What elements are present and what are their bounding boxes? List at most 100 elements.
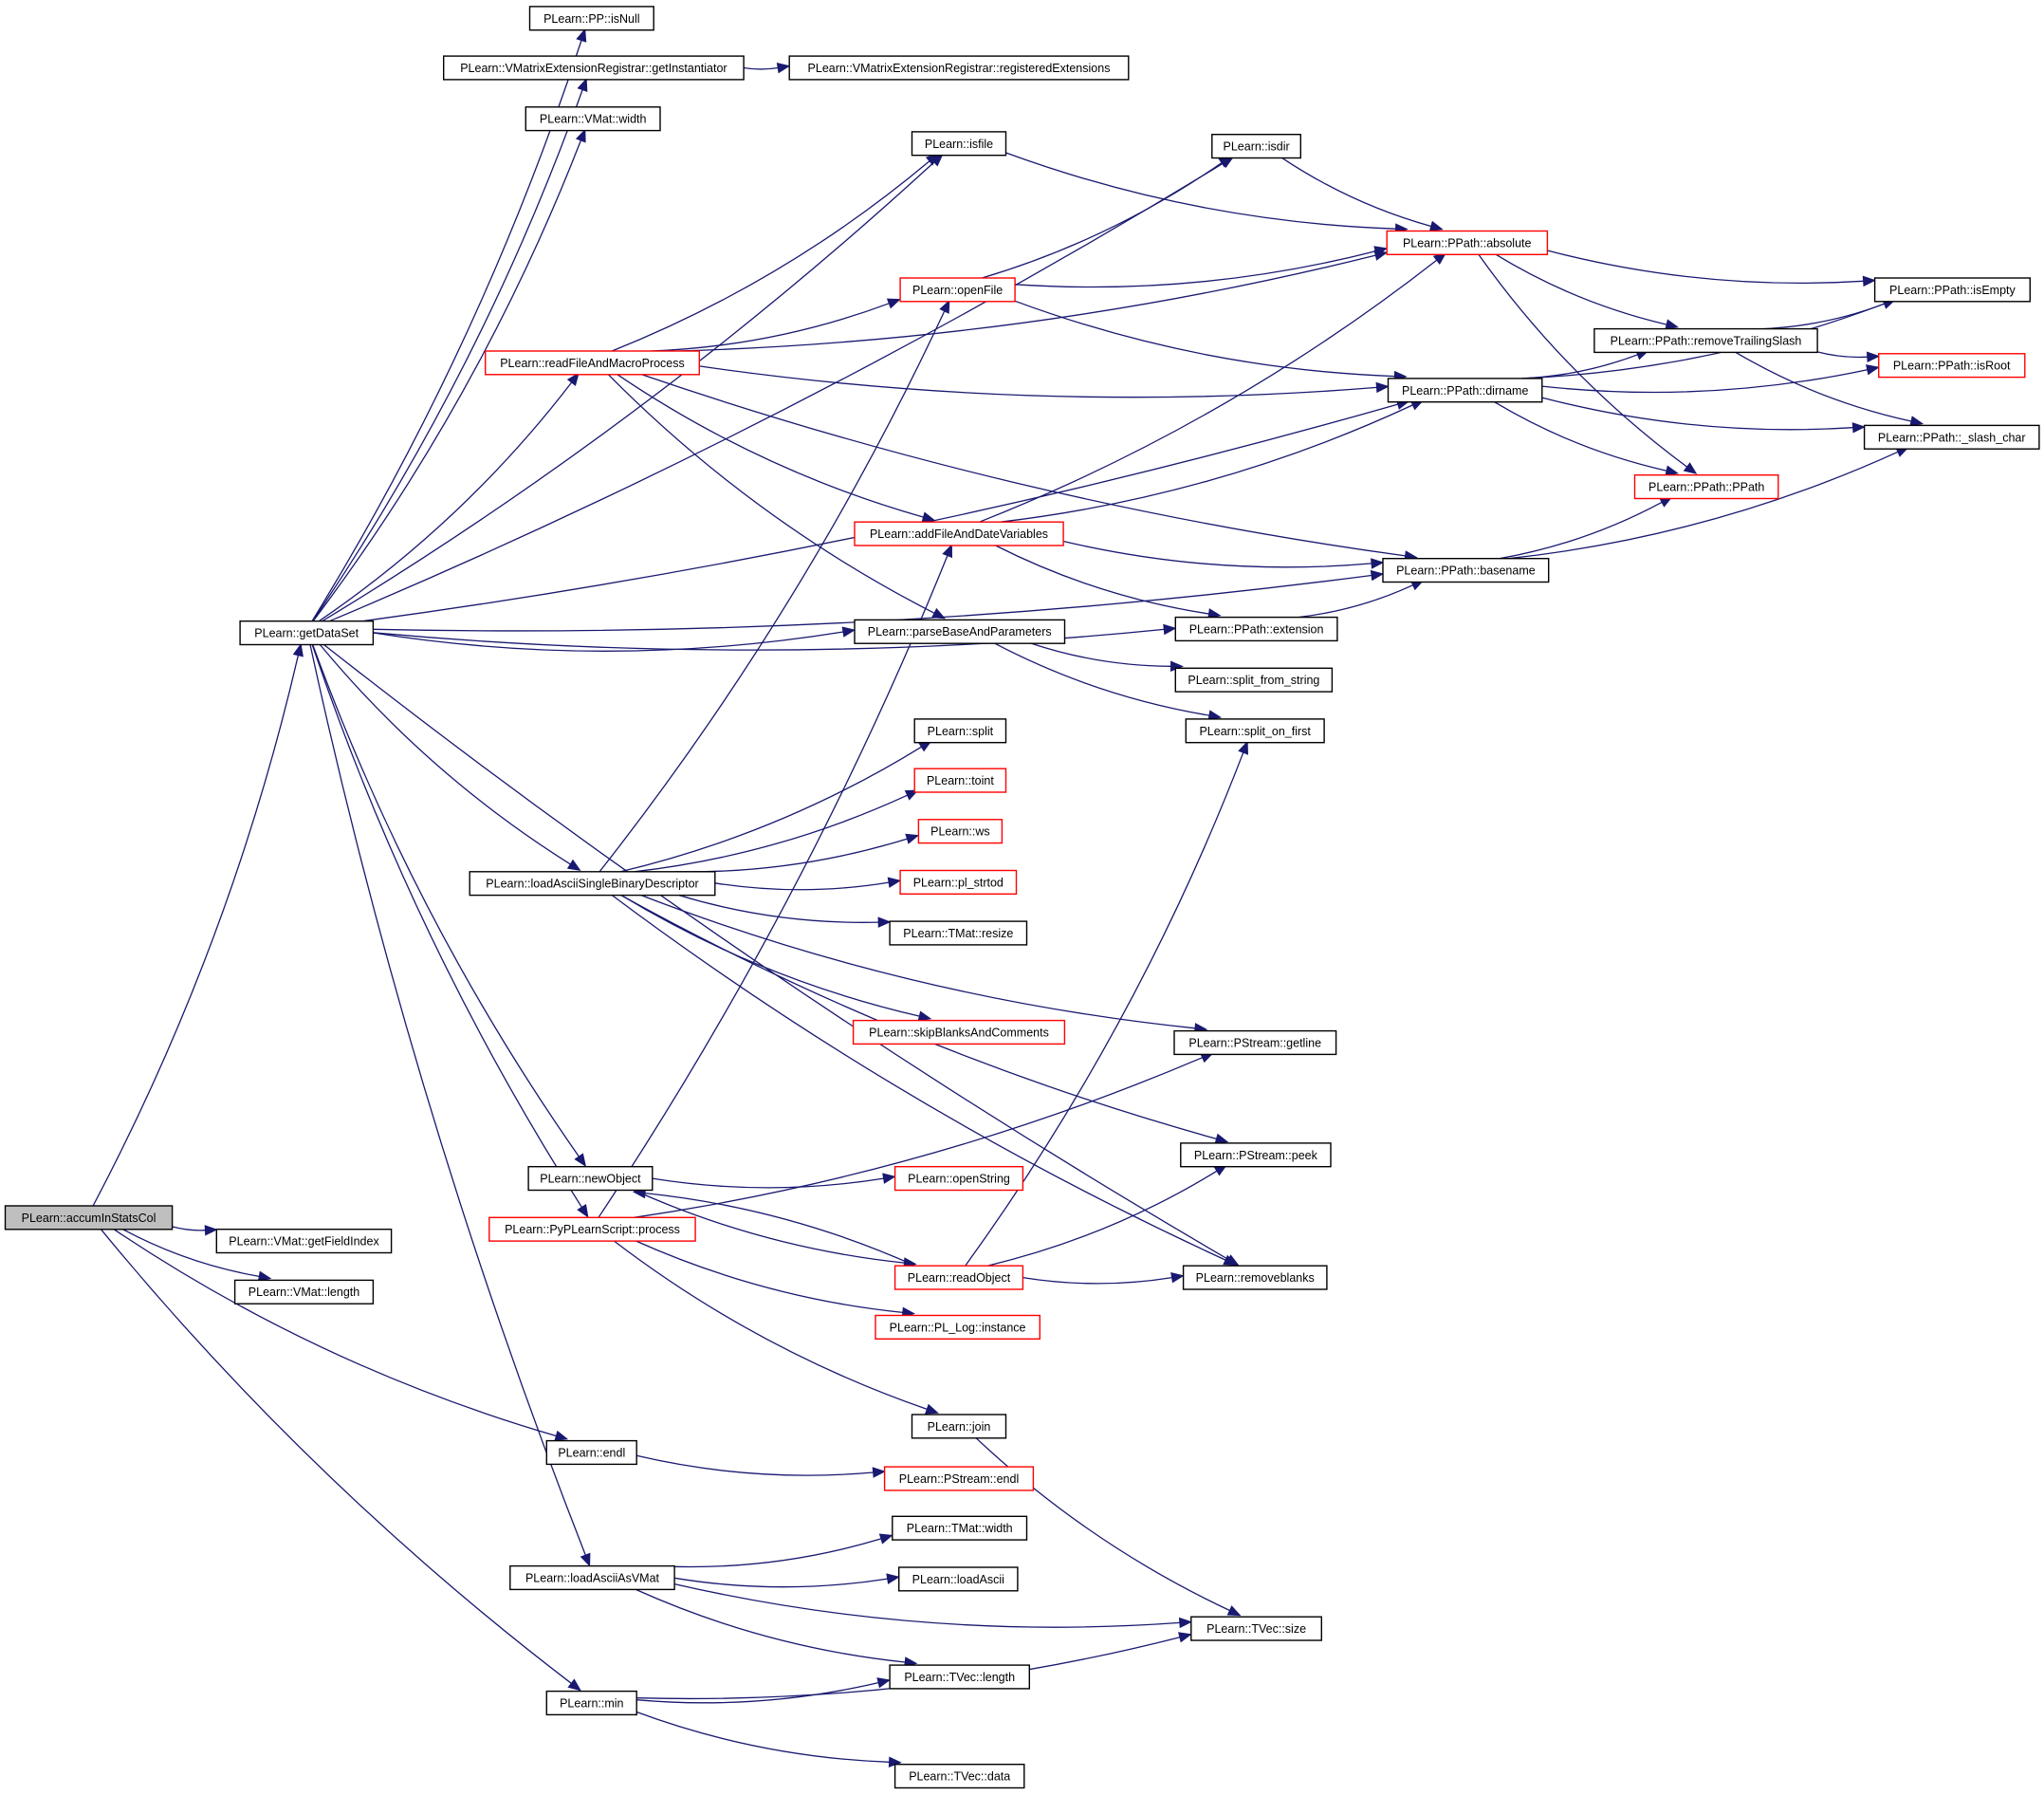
node-isfile[interactable]: PLearn::isfile	[911, 131, 1007, 157]
arrowhead-readfile-to-absolute	[1373, 250, 1389, 261]
node-strtod[interactable]: PLearn::pl_strtod	[899, 869, 1018, 895]
edge-readfile-to-basename	[641, 374, 1406, 557]
node-box	[525, 106, 661, 132]
edge-accum-to-getfi	[172, 1226, 206, 1231]
node-rmblank[interactable]: PLearn::removeblanks	[1182, 1265, 1328, 1290]
arrowhead-lasbd-to-skipbc	[917, 1010, 932, 1022]
node-ext[interactable]: PLearn::PPath::extension	[1174, 616, 1338, 642]
node-readobj[interactable]: PLearn::readObject	[893, 1265, 1024, 1290]
edge-laav-to-loadasc	[673, 1577, 888, 1588]
node-box	[875, 1314, 1041, 1340]
node-isroot[interactable]: PLearn::PPath::isRoot	[1877, 353, 2026, 379]
edge-parsebp-to-sfs	[1030, 642, 1171, 667]
node-slash[interactable]: PLearn::PPath::_slash_char	[1863, 424, 2040, 450]
edge-getds-to-dirname	[362, 403, 1398, 622]
edge-lasbd-to-openfile	[598, 310, 946, 873]
edge-readfile-to-addfile	[617, 374, 924, 518]
node-box	[883, 1466, 1035, 1491]
node-sof[interactable]: PLearn::split_on_first	[1185, 718, 1325, 744]
node-box	[1877, 353, 2026, 379]
node-label: PLearn::VMatrixExtensionRegistrar::regis…	[808, 62, 1111, 75]
arrowhead-absolute-to-ppath	[1683, 462, 1698, 474]
node-peek[interactable]: PLearn::PStream::peek	[1180, 1142, 1332, 1168]
arrowhead-addfile-to-basename	[1371, 558, 1385, 569]
edge-readfile-to-dirname	[699, 365, 1377, 398]
node-accum[interactable]: PLearn::accumInStatsCol	[4, 1205, 174, 1231]
node-split[interactable]: PLearn::split	[913, 718, 1007, 744]
node-box	[485, 350, 701, 376]
node-box	[788, 55, 1130, 81]
node-label: PLearn::split	[928, 725, 994, 738]
arrowhead-laav-to-loadasc	[886, 1573, 900, 1584]
arrowhead-endl-to-psendl	[872, 1467, 886, 1478]
node-ppath[interactable]: PLearn::PPath::PPath	[1633, 474, 1779, 500]
node-vmlen[interactable]: PLearn::VMat::length	[233, 1279, 375, 1305]
node-readfile[interactable]: PLearn::readFileAndMacroProcess	[485, 350, 701, 376]
node-isdir[interactable]: PLearn::isdir	[1211, 133, 1302, 159]
edge-addfile-to-ext	[995, 545, 1209, 615]
edge-laav-to-tvlen	[635, 1588, 906, 1663]
node-rts[interactable]: PLearn::PPath::removeTrailingSlash	[1593, 327, 1818, 354]
node-box	[545, 1439, 637, 1466]
edge-newobj-to-openstr	[652, 1177, 884, 1189]
node-label: PLearn::VMatrixExtensionRegistrar::getIn…	[460, 62, 727, 75]
node-label: PLearn::TMat::width	[907, 1522, 1013, 1535]
node-parsebp[interactable]: PLearn::parseBaseAndParameters	[854, 619, 1066, 644]
node-join[interactable]: PLearn::join	[911, 1414, 1007, 1439]
node-newobj[interactable]: PLearn::newObject	[527, 1165, 654, 1192]
node-getds[interactable]: PLearn::getDataSet	[239, 620, 375, 646]
node-vmwidth[interactable]: PLearn::VMat::width	[525, 106, 661, 132]
node-laav[interactable]: PLearn::loadAsciiAsVMat	[509, 1564, 675, 1591]
node-tvsize[interactable]: PLearn::TVec::size	[1190, 1616, 1323, 1641]
node-box	[917, 819, 1004, 844]
node-psendl[interactable]: PLearn::PStream::endl	[883, 1466, 1035, 1491]
node-toint[interactable]: PLearn::toint	[913, 768, 1007, 793]
node-tmwidth[interactable]: PLearn::TMat::width	[892, 1515, 1028, 1541]
arrowhead-accum-to-min	[567, 1678, 581, 1692]
edge-process-to-join	[614, 1240, 928, 1411]
node-endl[interactable]: PLearn::endl	[545, 1439, 637, 1466]
node-tvdata[interactable]: PLearn::TVec::data	[893, 1763, 1025, 1789]
node-openstr[interactable]: PLearn::openString	[893, 1165, 1024, 1192]
node-box	[893, 1763, 1025, 1789]
node-box	[1873, 277, 2031, 303]
edge-readobj-to-rmblank	[1022, 1276, 1172, 1285]
node-label: PLearn::PL_Log::instance	[890, 1321, 1026, 1334]
node-ws[interactable]: PLearn::ws	[917, 819, 1004, 844]
node-sfs[interactable]: PLearn::split_from_string	[1174, 667, 1334, 693]
node-min[interactable]: PLearn::min	[545, 1690, 637, 1716]
node-addfile[interactable]: PLearn::addFileAndDateVariables	[854, 521, 1064, 546]
node-regext[interactable]: PLearn::VMatrixExtensionRegistrar::regis…	[788, 55, 1130, 81]
edge-getds-to-vmwidth	[312, 139, 582, 622]
node-skipbc[interactable]: PLearn::skipBlanksAndComments	[852, 1019, 1066, 1046]
node-box	[899, 277, 1016, 303]
node-box	[911, 131, 1007, 157]
node-process[interactable]: PLearn::PyPLearnScript::process	[488, 1216, 696, 1242]
node-pllog[interactable]: PLearn::PL_Log::instance	[875, 1314, 1041, 1340]
node-lasbd[interactable]: PLearn::loadAsciiSingleBinaryDescriptor	[469, 871, 716, 897]
node-getline[interactable]: PLearn::PStream::getline	[1173, 1029, 1337, 1056]
arrowhead-dirname-to-isroot	[1866, 364, 1880, 376]
arrowhead-getds-to-readfile	[566, 372, 580, 386]
node-basename[interactable]: PLearn::PPath::basename	[1382, 558, 1550, 583]
node-absolute[interactable]: PLearn::PPath::absolute	[1386, 230, 1549, 255]
node-resize[interactable]: PLearn::TMat::resize	[889, 920, 1028, 946]
node-openfile[interactable]: PLearn::openFile	[899, 277, 1016, 303]
edge-lasbd-to-ws	[674, 838, 908, 873]
node-box	[1386, 230, 1549, 255]
node-box	[852, 1019, 1066, 1046]
node-isnull[interactable]: PLearn::PP::isNull	[528, 6, 654, 31]
node-label: PLearn::ws	[930, 825, 990, 839]
edge-addfile-to-absolute	[979, 259, 1438, 523]
node-tvlen[interactable]: PLearn::TVec::length	[889, 1664, 1030, 1690]
node-dirname[interactable]: PLearn::PPath::dirname	[1387, 378, 1543, 403]
edge-isdir-to-absolute	[1281, 157, 1431, 228]
node-label: PLearn::PPath::_slash_char	[1878, 431, 2026, 444]
node-getinst[interactable]: PLearn::VMatrixExtensionRegistrar::getIn…	[443, 55, 745, 81]
node-isempty[interactable]: PLearn::PPath::isEmpty	[1873, 277, 2031, 303]
node-loadasc[interactable]: PLearn::loadAscii	[898, 1566, 1019, 1592]
node-label: PLearn::PStream::endl	[899, 1472, 1019, 1486]
node-box	[1173, 1029, 1337, 1056]
arrowhead-absolute-to-isempty	[1862, 275, 1876, 287]
node-getfi[interactable]: PLearn::VMat::getFieldIndex	[215, 1228, 393, 1254]
